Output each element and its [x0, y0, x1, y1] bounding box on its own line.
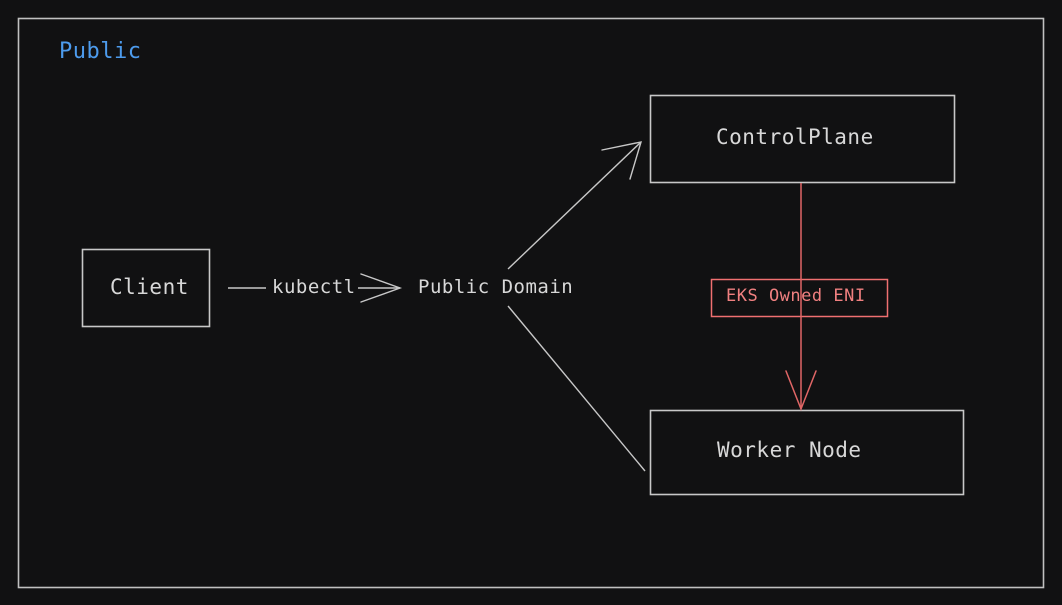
edge-arrowhead-controlplane — [601, 141, 643, 180]
edge-arrowhead-worker-node — [785, 370, 817, 412]
node-label-client: Client — [110, 275, 189, 299]
edge-line-public-domain-to-worker-node — [507, 305, 646, 472]
node-box-controlplane[interactable] — [649, 94, 956, 184]
group-boundary-public — [17, 17, 1045, 589]
edge-label-kubectl: kubectl — [272, 276, 356, 298]
edge-arrowhead-kubectl — [360, 273, 403, 303]
node-box-client[interactable] — [81, 248, 211, 328]
node-box-worker-node[interactable] — [649, 409, 965, 496]
node-label-worker-node: Worker Node — [717, 438, 862, 462]
node-box-eks-owned-eni[interactable] — [710, 278, 889, 318]
node-label-public-domain: Public Domain — [418, 276, 574, 298]
node-label-eks-owned-eni: EKS Owned ENI — [726, 286, 866, 306]
edge-line-public-domain-to-controlplane — [507, 141, 642, 270]
group-title-public: Public — [59, 39, 142, 64]
node-label-controlplane: ControlPlane — [716, 125, 874, 149]
